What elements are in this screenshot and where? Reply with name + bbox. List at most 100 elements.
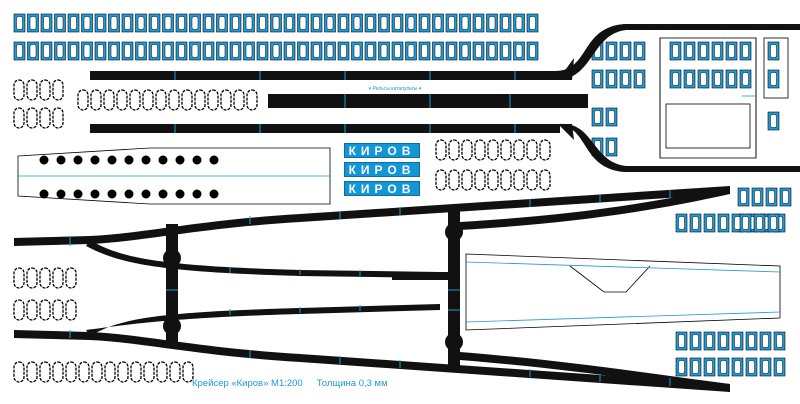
- ring-part: [487, 139, 499, 161]
- window-frame: [619, 69, 632, 89]
- window-frame: [256, 41, 269, 61]
- porthole: [158, 155, 168, 165]
- porthole: [124, 155, 134, 165]
- rail-strips: [90, 24, 800, 172]
- window-frame: [445, 13, 458, 33]
- window-frame: [202, 13, 215, 33]
- window-frame: [513, 41, 525, 61]
- ring-part: [39, 267, 51, 289]
- window-frame: [270, 13, 282, 33]
- window-frame: [717, 331, 730, 351]
- porthole: [124, 189, 134, 199]
- window-frame: [54, 41, 66, 61]
- ring-part: [104, 361, 116, 383]
- window-frame: [486, 41, 498, 61]
- window-frame: [779, 187, 792, 207]
- window-frame: [108, 41, 120, 61]
- window-frame: [767, 213, 780, 233]
- ring-part: [26, 267, 38, 289]
- window-frame: [605, 137, 618, 157]
- window-frame: [135, 13, 147, 33]
- ring-part: [513, 139, 525, 161]
- ring-part: [129, 89, 141, 111]
- ring-part: [526, 139, 538, 161]
- caption-thickness: Толщина 0,3 мм: [316, 378, 388, 389]
- window-frame: [175, 13, 188, 33]
- porthole: [209, 189, 219, 199]
- nameplate-2: КИРОВ: [344, 162, 420, 177]
- window-frame: [162, 41, 174, 61]
- ring-part: [539, 169, 551, 191]
- window-frame: [337, 13, 350, 33]
- window-frame: [731, 331, 744, 351]
- window-frame: [459, 41, 471, 61]
- window-frame: [745, 331, 758, 351]
- window-frame: [378, 13, 390, 33]
- window-frame: [405, 41, 417, 61]
- window-frame: [81, 13, 93, 33]
- porthole: [90, 155, 100, 165]
- window-frame: [717, 357, 730, 377]
- window-frame: [189, 41, 201, 61]
- window-frame: [351, 41, 363, 61]
- window-frame: [27, 41, 39, 61]
- ring-part: [246, 89, 258, 111]
- porthole: [90, 189, 100, 199]
- main-frame: [14, 186, 730, 392]
- window-frame: [717, 213, 730, 233]
- ring-part: [182, 361, 194, 383]
- ring-part: [207, 89, 219, 111]
- window-frame: [445, 41, 458, 61]
- window-frame: [472, 13, 485, 33]
- window-frame: [725, 69, 738, 89]
- window-frame: [703, 213, 716, 233]
- ring-part: [220, 89, 232, 111]
- window-frame: [216, 41, 228, 61]
- nameplate-3: КИРОВ: [344, 181, 420, 196]
- ring-part: [130, 361, 142, 383]
- window-frame: [283, 41, 296, 61]
- window-frame: [739, 41, 752, 61]
- ring-part: [474, 169, 486, 191]
- ring-part: [526, 169, 538, 191]
- ring-part: [39, 79, 51, 101]
- window-frame: [324, 41, 336, 61]
- ring-part: [39, 361, 51, 383]
- ring-part: [116, 89, 128, 111]
- window-frame: [703, 331, 716, 351]
- window-frame: [751, 187, 764, 207]
- window-frame: [243, 41, 255, 61]
- ring-part: [156, 361, 168, 383]
- window-frame: [243, 13, 255, 33]
- window-frame: [472, 41, 485, 61]
- porthole: [73, 155, 83, 165]
- window-frame: [683, 69, 696, 89]
- window-frame: [27, 13, 39, 33]
- window-frame: [405, 13, 417, 33]
- window-frame: [378, 41, 390, 61]
- window-frame: [773, 331, 786, 351]
- window-frame: [121, 41, 134, 61]
- ring-part: [155, 89, 167, 111]
- window-frame: [591, 69, 604, 89]
- frame-structure: [659, 37, 789, 159]
- ring-part: [435, 139, 447, 161]
- window-frame: [40, 13, 53, 33]
- window-frame: [81, 41, 93, 61]
- window-frame: [94, 41, 107, 61]
- window-frame: [459, 13, 471, 33]
- nameplate-1: КИРОВ: [344, 143, 420, 158]
- porthole: [175, 189, 185, 199]
- ring-part: [52, 107, 64, 129]
- window-frame: [175, 41, 188, 61]
- window-frame: [753, 213, 766, 233]
- window-frame: [689, 357, 702, 377]
- ring-part: [65, 267, 77, 289]
- ring-part: [461, 139, 473, 161]
- ring-part: [52, 79, 64, 101]
- window-frame: [148, 41, 161, 61]
- window-frame: [745, 357, 758, 377]
- window-frame: [689, 331, 702, 351]
- window-frame: [202, 41, 215, 61]
- window-frame: [40, 41, 53, 61]
